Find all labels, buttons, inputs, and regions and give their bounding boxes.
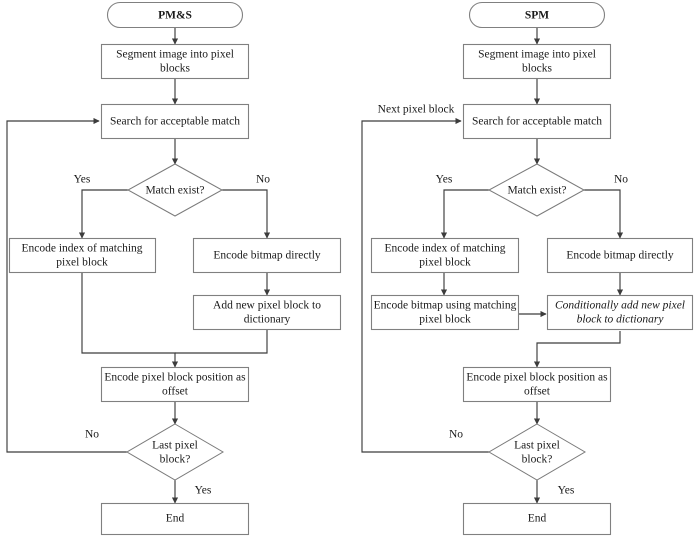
spm-encode-bitmap-matching-line1: Encode bitmap using matching: [374, 300, 517, 312]
pms-add-block-line1: Add new pixel block to: [213, 300, 321, 312]
pms-last-block-line1: Last pixel: [152, 440, 198, 452]
spm-end-box: [462, 502, 612, 536]
spm-last-block-diamond: [488, 423, 586, 481]
spm-last-block-line2: block?: [522, 454, 553, 466]
spm-encode-bitmap-matching-box: [370, 294, 520, 331]
pms-start-label: PM&S: [158, 10, 192, 22]
pms-last-no-label: No: [85, 429, 99, 441]
spm-encode-index-line2: pixel block: [419, 257, 471, 269]
pms-encode-index-box: [8, 237, 157, 274]
spm-conditionally-add-line2: block to dictionary: [577, 314, 665, 326]
pms-encode-bitmap-box: [192, 237, 342, 274]
pms-encode-offset-line1: Encode pixel block position as: [104, 372, 246, 384]
pms-encode-index-line1: Encode index of matching: [21, 243, 142, 255]
pms-last-block-diamond: [126, 423, 224, 481]
spm-encode-offset-line1: Encode pixel block position as: [466, 372, 608, 384]
pms-add-block-box: [192, 294, 342, 331]
pms-last-block-line2: block?: [160, 454, 191, 466]
pms-search-box: [100, 103, 250, 140]
spm-match-yes-label: Yes: [436, 174, 453, 186]
pms-match-no-label: No: [256, 174, 270, 186]
spm-conditionally-add-line1: Conditionally add new pixel: [555, 300, 685, 312]
pms-start-terminal: [106, 1, 244, 29]
spm-encode-offset-box: [462, 366, 612, 403]
spm-encode-offset-line2: offset: [524, 386, 551, 398]
pms-encode-bitmap-label: Encode bitmap directly: [213, 250, 321, 262]
edge-spm-match-no: [584, 189, 624, 239]
pms-encode-offset-box: [100, 366, 250, 403]
pms-segment-box: [100, 43, 250, 80]
spm-segment-box: [462, 43, 612, 80]
pms-segment-label-line1: Segment image into pixel: [116, 49, 234, 61]
pms-search-label: Search for acceptable match: [110, 116, 240, 128]
edge-pms-last-no-loop: [6, 117, 127, 453]
spm-end-label: End: [528, 513, 547, 525]
spm-match-exist-diamond: [487, 163, 586, 217]
spm-segment-label-line1: Segment image into pixel: [478, 49, 596, 61]
spm-last-no-label: No: [449, 429, 463, 441]
spm-search-label: Search for acceptable match: [472, 116, 602, 128]
spm-last-block-line1: Last pixel: [514, 440, 560, 452]
pms-segment-label-line2: blocks: [160, 63, 191, 75]
spm-encode-bitmap-matching-line2: pixel block: [419, 314, 471, 326]
pms-match-exist-diamond: [126, 163, 224, 217]
edge-pms-addblock-to-offset: [175, 330, 268, 354]
edge-pms-index-to-offset: [81, 273, 179, 368]
edge-spm-last-no-loop: [361, 117, 489, 453]
edge-spm-match-yes: [440, 189, 489, 239]
spm-start-label: SPM: [525, 10, 549, 22]
spm-search-box: [462, 103, 612, 140]
pms-end-box: [100, 502, 250, 536]
spm-loop-back-label: Next pixel block: [378, 104, 455, 116]
edge-pms-match-no: [222, 189, 271, 239]
spm-start-terminal: [468, 1, 606, 29]
pms-encode-offset-line2: offset: [162, 386, 189, 398]
pms-last-yes-label: Yes: [195, 485, 212, 497]
spm-encode-index-line1: Encode index of matching: [384, 243, 505, 255]
spm-encode-bitmap-box: [546, 237, 694, 274]
spm-segment-label-line2: blocks: [522, 63, 553, 75]
pms-end-label: End: [166, 513, 185, 525]
pms-add-block-line2: dictionary: [244, 314, 291, 326]
pms-match-yes-label: Yes: [74, 174, 91, 186]
spm-last-yes-label: Yes: [558, 485, 575, 497]
spm-encode-index-box: [370, 237, 520, 274]
pms-match-exist-label: Match exist?: [145, 185, 204, 197]
spm-match-no-label: No: [614, 174, 628, 186]
edge-pms-match-yes: [78, 189, 128, 239]
spm-conditionally-add-box: [546, 294, 694, 331]
pms-encode-index-line2: pixel block: [56, 257, 108, 269]
spm-match-exist-label: Match exist?: [507, 185, 566, 197]
edge-spm-conditional-to-offset: [533, 331, 621, 368]
spm-encode-bitmap-label: Encode bitmap directly: [566, 250, 674, 262]
